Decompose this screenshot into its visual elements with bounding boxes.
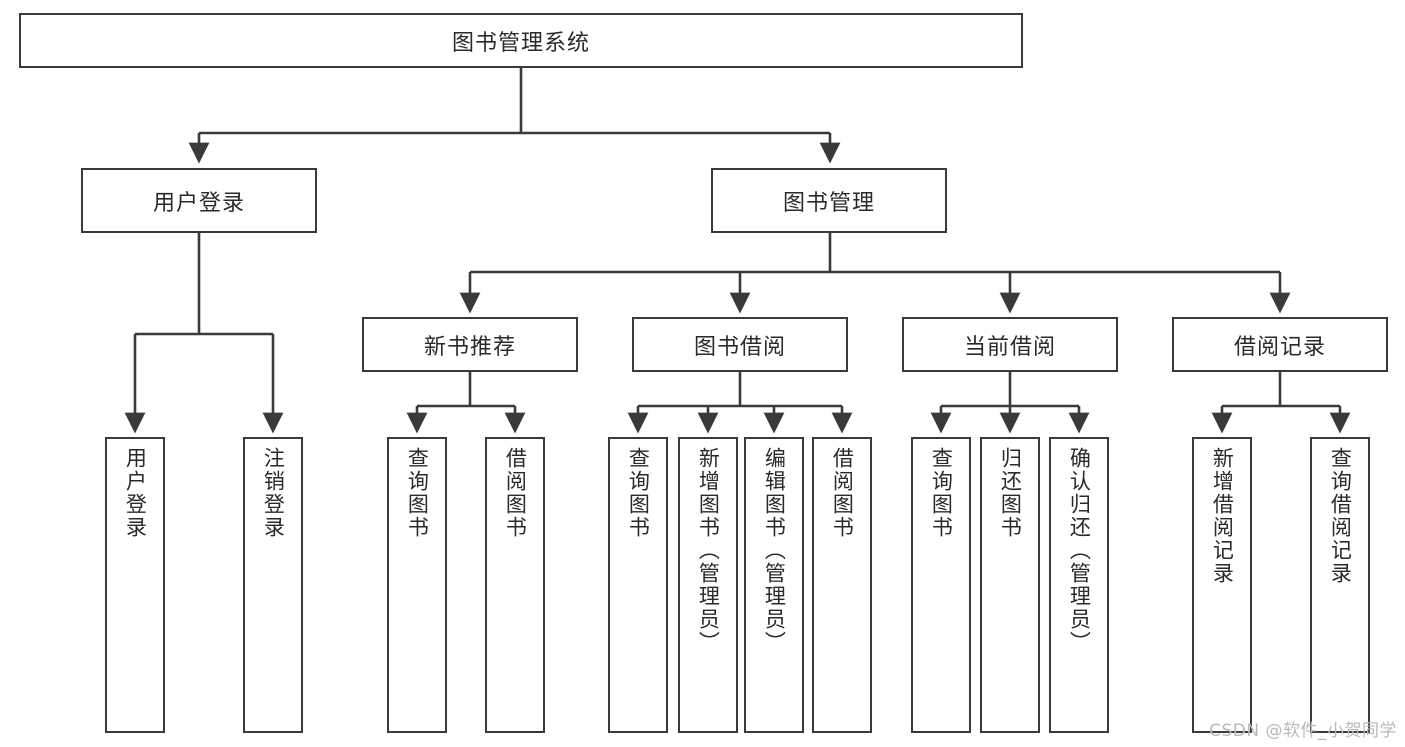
node-root-book-management-system[interactable]: 图书管理系统	[19, 13, 1023, 68]
node-label: 借阅记录	[1233, 334, 1326, 360]
node-label: 当前借阅	[963, 334, 1056, 360]
node-label-vertical: 用户登录	[123, 447, 148, 539]
node-label-vertical: 归还图书	[998, 447, 1023, 539]
node-label-vertical: 借阅图书	[503, 447, 528, 539]
node-user-login[interactable]: 用户登录	[81, 168, 317, 233]
node-borrow-record[interactable]: 借阅记录	[1172, 317, 1388, 372]
leaf-book-borrow-add[interactable]: 新增图书（管理员）	[678, 437, 738, 733]
node-label-vertical: 新增图书（管理员）	[696, 447, 721, 654]
leaf-new-book-query[interactable]: 查询图书	[387, 437, 447, 733]
node-current-borrow[interactable]: 当前借阅	[902, 317, 1118, 372]
node-book-management[interactable]: 图书管理	[711, 168, 947, 233]
leaf-current-borrow-confirm-return[interactable]: 确认归还（管理员）	[1049, 437, 1109, 733]
node-label-vertical: 编辑图书（管理员）	[762, 447, 787, 654]
node-label-vertical: 查询借阅记录	[1328, 447, 1353, 585]
leaf-book-borrow-query[interactable]: 查询图书	[608, 437, 668, 733]
leaf-current-borrow-return[interactable]: 归还图书	[980, 437, 1040, 733]
leaf-user-login-login[interactable]: 用户登录	[105, 437, 165, 733]
leaf-book-borrow-edit[interactable]: 编辑图书（管理员）	[744, 437, 804, 733]
leaf-new-book-borrow[interactable]: 借阅图书	[485, 437, 545, 733]
node-label-vertical: 借阅图书	[830, 447, 855, 539]
node-book-borrow[interactable]: 图书借阅	[632, 317, 848, 372]
node-label-vertical: 查询图书	[405, 447, 430, 539]
leaf-book-borrow-borrow[interactable]: 借阅图书	[812, 437, 872, 733]
leaf-borrow-record-add[interactable]: 新增借阅记录	[1192, 437, 1252, 733]
leaf-borrow-record-query[interactable]: 查询借阅记录	[1310, 437, 1370, 733]
leaf-current-borrow-query[interactable]: 查询图书	[911, 437, 971, 733]
node-label-vertical: 查询图书	[626, 447, 651, 539]
node-label: 新书推荐	[423, 334, 516, 360]
leaf-user-login-logout[interactable]: 注销登录	[243, 437, 303, 733]
node-label: 图书管理系统	[451, 30, 590, 56]
node-label: 图书管理	[782, 190, 875, 216]
node-label-vertical: 新增借阅记录	[1210, 447, 1235, 585]
node-new-book-recommend[interactable]: 新书推荐	[362, 317, 578, 372]
node-label: 图书借阅	[693, 334, 786, 360]
node-label-vertical: 注销登录	[261, 447, 286, 539]
node-label: 用户登录	[152, 190, 245, 216]
node-label-vertical: 查询图书	[929, 447, 954, 539]
node-label-vertical: 确认归还（管理员）	[1067, 447, 1092, 654]
watermark-text: CSDN @软件_小贺同学	[1209, 721, 1397, 741]
